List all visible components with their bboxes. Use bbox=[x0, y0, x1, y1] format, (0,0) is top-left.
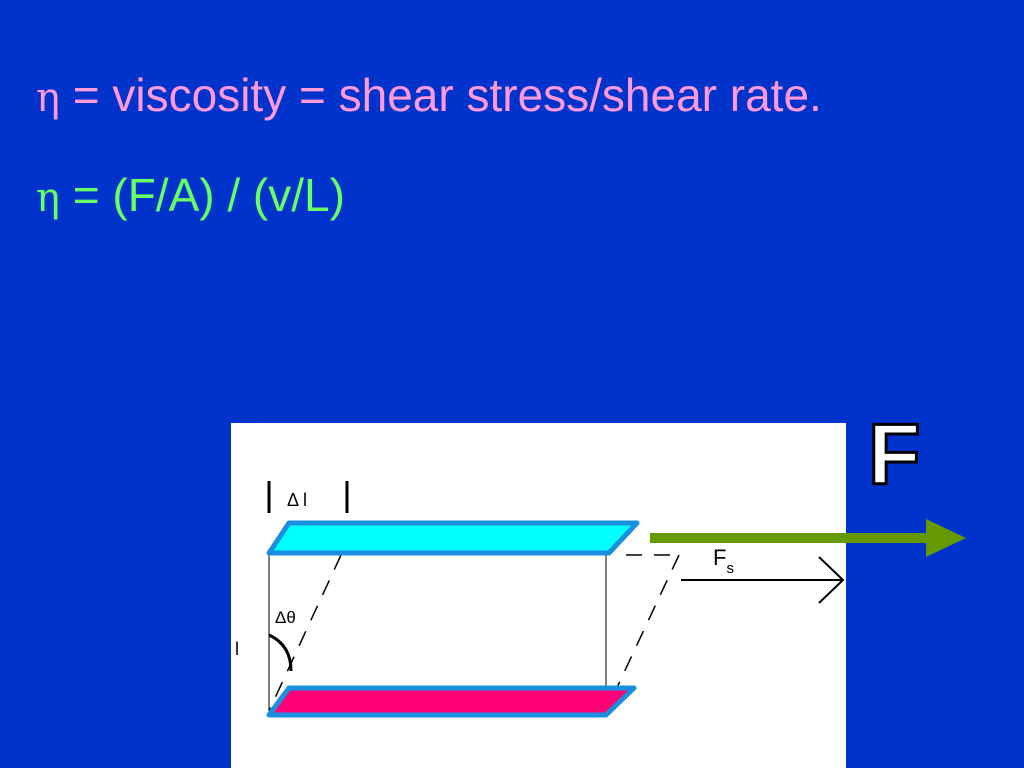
viscosity-definition-text: = viscosity = shear stress/shear rate. bbox=[59, 69, 822, 121]
angle-label: Δθ bbox=[275, 608, 296, 627]
eta-symbol: η bbox=[36, 175, 60, 221]
bottom-plate bbox=[266, 685, 637, 718]
height-label: l bbox=[235, 639, 239, 659]
displacement-label: Δ l bbox=[287, 490, 307, 510]
force-arrow-head bbox=[926, 519, 966, 557]
force-label: F bbox=[867, 407, 923, 503]
sheared-right-edge bbox=[605, 554, 680, 712]
eta-symbol: η bbox=[36, 75, 60, 121]
viscosity-formula: η = (F/A) / (v/L) bbox=[36, 167, 345, 226]
applied-force-arrow bbox=[650, 519, 966, 557]
force-arrow-shaft bbox=[650, 533, 932, 543]
shear-force-arrowhead bbox=[818, 556, 845, 604]
shear-diagram: Δ l Δθ l Fs bbox=[231, 423, 846, 768]
sheared-left-edge bbox=[268, 554, 342, 712]
viscosity-definition: η = viscosity = shear stress/shear rate. bbox=[36, 67, 822, 126]
shear-force-label: Fs bbox=[713, 545, 734, 577]
top-plate bbox=[266, 520, 640, 556]
viscosity-formula-text: = (F/A) / (v/L) bbox=[59, 169, 345, 221]
angle-arc bbox=[268, 633, 293, 672]
